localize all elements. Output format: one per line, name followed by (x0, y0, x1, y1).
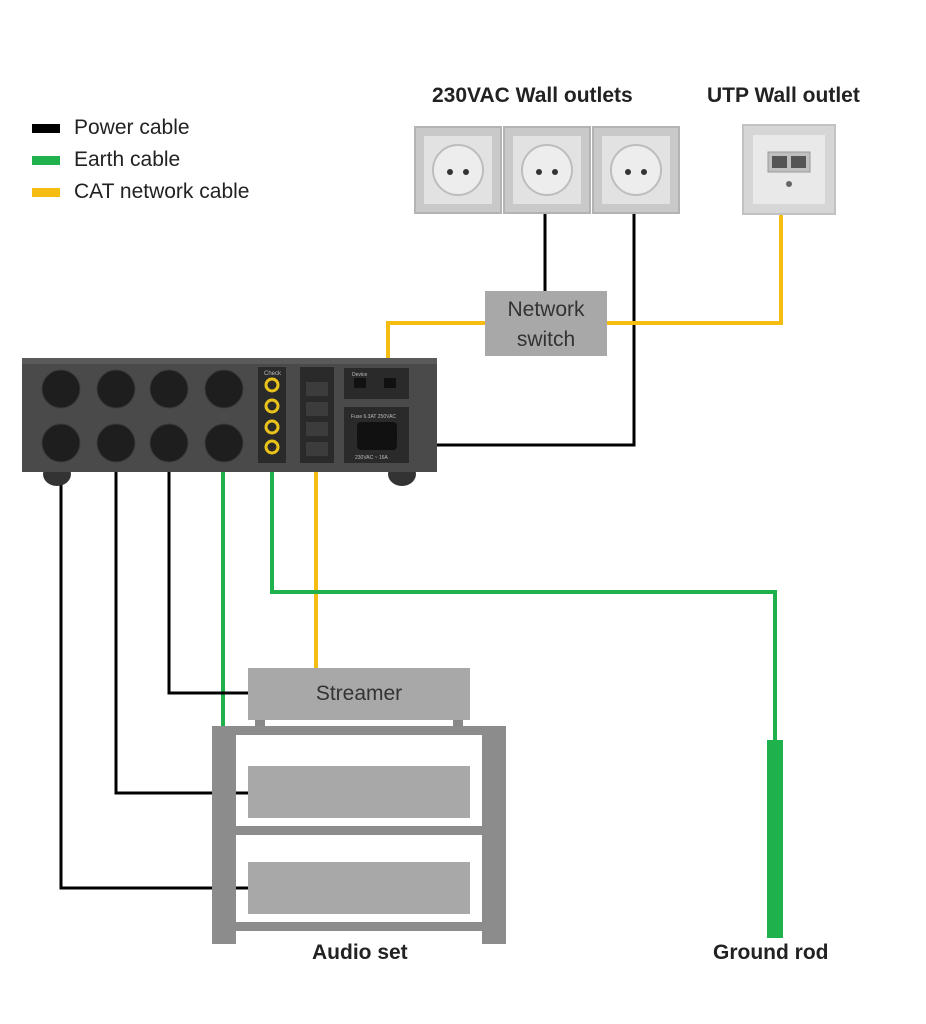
utp-outlet-heading: UTP Wall outlet (707, 84, 860, 107)
fuse-label: Fuse 6.3AT 250VAC (351, 414, 396, 420)
power-swatch (32, 123, 60, 133)
cat-swatch (32, 187, 60, 197)
ground-rod-label: Ground rod (713, 941, 829, 964)
legend-label-cat: CAT network cable (74, 180, 250, 203)
rating-label: 230VAC ~ 16A (355, 455, 389, 461)
legend-item-cat: CAT network cable (32, 180, 249, 204)
audio-set-label: Audio set (312, 941, 408, 964)
device-label: Device (352, 372, 368, 378)
wall-outlet-2 (503, 126, 591, 214)
network-switch-label: Network switch (507, 298, 585, 351)
utp-wall-outlet (742, 124, 836, 215)
power-cable-component-2 (59, 443, 248, 890)
audio-component-1 (248, 766, 470, 818)
legend-label-earth: Earth cable (74, 148, 181, 171)
power-cable-component-1 (114, 443, 248, 795)
network-switch (485, 291, 607, 356)
check-label: Check (264, 371, 282, 377)
audio-component-2 (248, 862, 470, 914)
earth-cable-ground-rod (270, 433, 777, 742)
power-distributor (22, 358, 437, 486)
legend-item-earth: Earth cable (32, 148, 180, 172)
power-cable-streamer (167, 443, 248, 695)
legend-item-power: Power cable (32, 116, 190, 140)
streamer-label: Streamer (315, 682, 403, 705)
streamer (248, 668, 470, 728)
cat-cable-utp (607, 192, 783, 325)
earth-swatch (32, 155, 60, 165)
legend-label-power: Power cable (74, 116, 190, 139)
wall-outlet-1 (414, 126, 502, 214)
wall-outlets-heading: 230VAC Wall outlets (432, 84, 633, 107)
wall-outlet-3 (592, 126, 680, 214)
audio-rack (212, 726, 506, 944)
power-cable-mains (398, 190, 636, 447)
ground-rod (767, 740, 783, 938)
